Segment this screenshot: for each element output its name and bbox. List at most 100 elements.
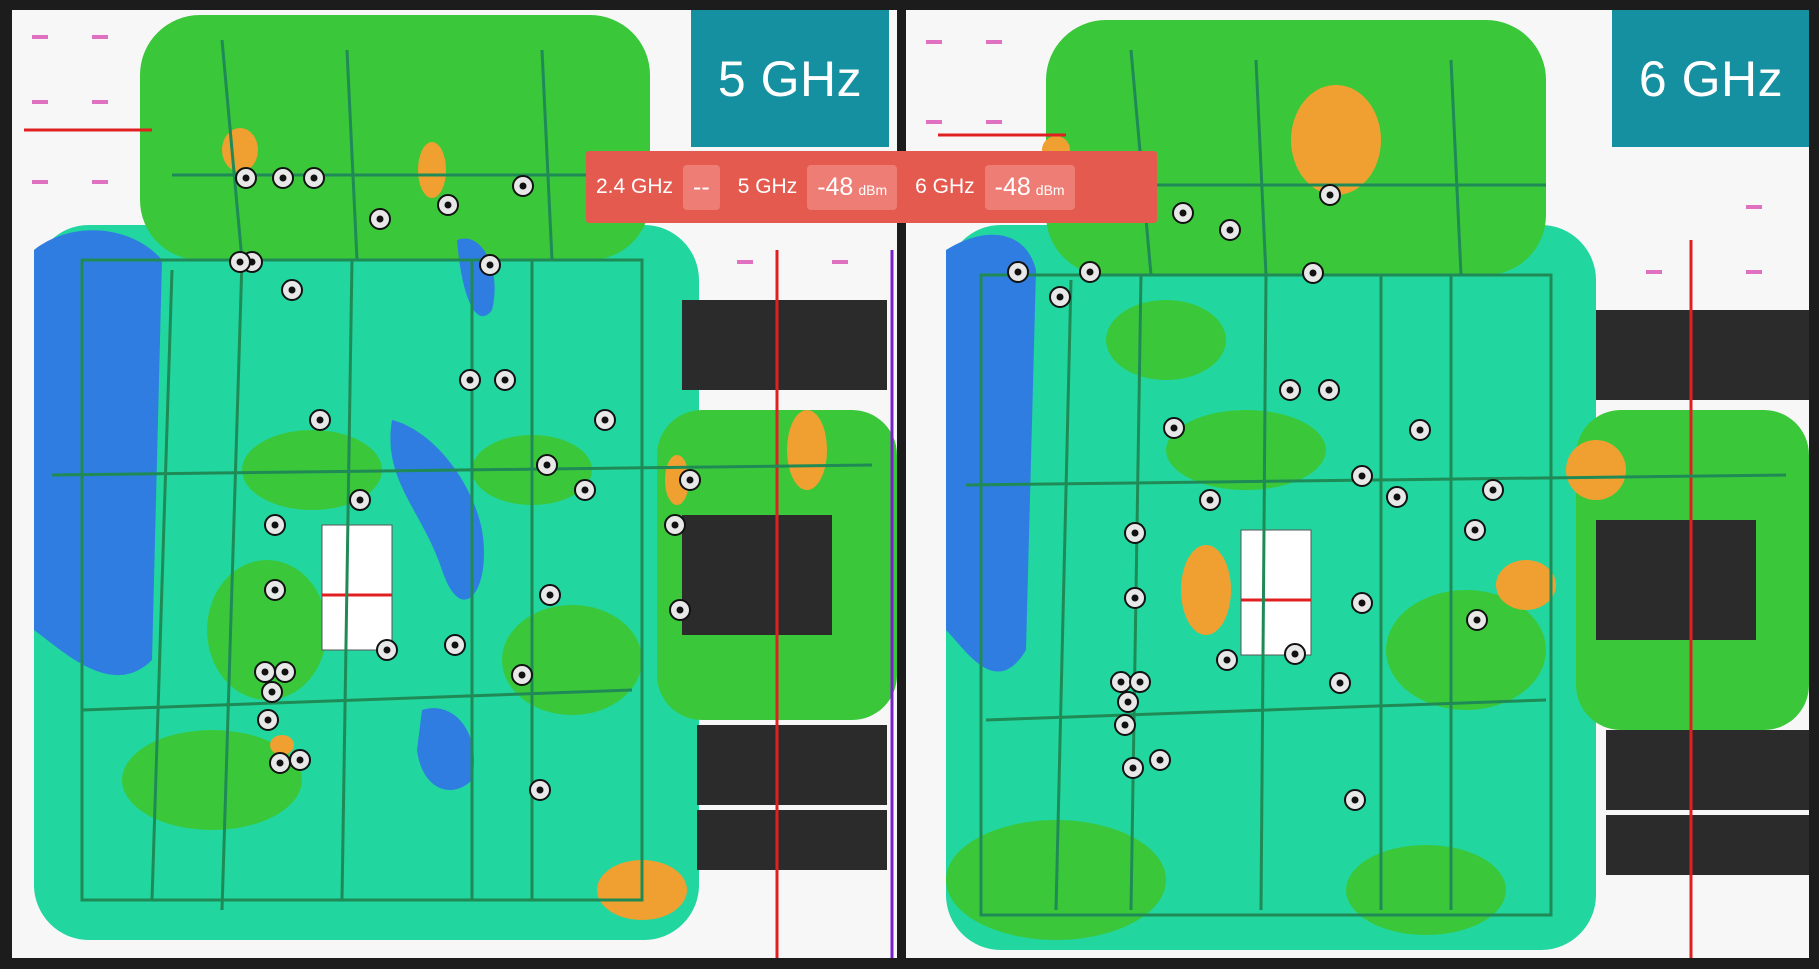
access-point-marker[interactable] [281, 279, 303, 301]
band-6-label: 6 GHz [915, 175, 975, 198]
access-point-marker[interactable] [229, 251, 251, 273]
access-point-marker[interactable] [511, 664, 533, 686]
access-point-marker[interactable] [309, 409, 331, 431]
access-point-marker[interactable] [512, 175, 534, 197]
access-point-marker[interactable] [1049, 286, 1071, 308]
band-6-unit: dBm [1035, 181, 1065, 198]
access-point-marker[interactable] [574, 479, 596, 501]
access-point-marker[interactable] [289, 749, 311, 771]
access-point-marker[interactable] [1409, 419, 1431, 441]
access-points [229, 167, 701, 801]
band-5-value-chip: -48 dBm [807, 164, 898, 210]
strong-signal-zone [1106, 300, 1226, 380]
door-markers [926, 40, 1762, 274]
access-point-marker[interactable] [1302, 262, 1324, 284]
access-point-marker[interactable] [1079, 261, 1101, 283]
access-point-marker[interactable] [1122, 757, 1144, 779]
access-point-marker[interactable] [479, 254, 501, 276]
band-label-6ghz: 6 GHz [1612, 10, 1809, 147]
access-point-marker[interactable] [664, 514, 686, 536]
access-point-marker[interactable] [1351, 465, 1373, 487]
access-point-marker[interactable] [594, 409, 616, 431]
access-point-marker[interactable] [1464, 519, 1486, 541]
door-markers [32, 35, 848, 264]
access-point-marker[interactable] [1344, 789, 1366, 811]
access-point-marker[interactable] [272, 167, 294, 189]
hot-signal-zone [1496, 560, 1556, 610]
access-point-marker[interactable] [529, 779, 551, 801]
band-label-5ghz: 5 GHz [691, 10, 889, 147]
access-point-marker[interactable] [264, 514, 286, 536]
access-point-marker[interactable] [1114, 714, 1136, 736]
weak-signal-zone [34, 230, 162, 676]
rssi-group-6ghz: 6 GHz -48 dBm [915, 164, 1075, 210]
band-6-value: -48 [994, 172, 1031, 201]
access-point-marker[interactable] [269, 752, 291, 774]
access-point-marker[interactable] [536, 454, 558, 476]
access-point-marker[interactable] [376, 639, 398, 661]
rack-rows [1240, 310, 1809, 875]
rssi-group-24ghz: 2.4 GHz -- [596, 164, 720, 210]
access-point-marker[interactable] [261, 681, 283, 703]
access-point-marker[interactable] [1279, 379, 1301, 401]
access-point-marker[interactable] [437, 194, 459, 216]
hot-signal-zone [1566, 440, 1626, 500]
access-point-marker[interactable] [274, 661, 296, 683]
access-point-marker[interactable] [1386, 486, 1408, 508]
weak-signal-zone [946, 234, 1036, 672]
access-point-marker[interactable] [1466, 609, 1488, 631]
hot-signal-zone [1291, 85, 1381, 195]
access-point-marker[interactable] [669, 599, 691, 621]
floorplan-heatmap-5ghz [24, 15, 897, 958]
access-point-marker[interactable] [1129, 671, 1151, 693]
band-5-unit: dBm [858, 181, 888, 198]
access-point-marker[interactable] [1219, 219, 1241, 241]
access-point-marker[interactable] [1124, 587, 1146, 609]
rssi-readout-bar: 2.4 GHz -- 5 GHz -48 dBm 6 GHz -48 dBm [586, 151, 1157, 223]
access-point-marker[interactable] [1163, 417, 1185, 439]
band-24-label: 2.4 GHz [596, 175, 674, 198]
access-point-marker[interactable] [1482, 479, 1504, 501]
access-point-marker[interactable] [1284, 643, 1306, 665]
strong-signal-zone [207, 560, 327, 700]
access-point-marker[interactable] [257, 709, 279, 731]
access-point-marker[interactable] [444, 634, 466, 656]
access-point-marker[interactable] [369, 208, 391, 230]
access-point-marker[interactable] [1172, 202, 1194, 224]
weak-signal-zone [417, 708, 474, 790]
access-point-marker[interactable] [349, 489, 371, 511]
band-5-value: -48 [817, 172, 854, 201]
strong-signal-zone [1346, 845, 1506, 935]
access-point-marker[interactable] [1351, 592, 1373, 614]
access-point-marker[interactable] [235, 167, 257, 189]
access-point-marker[interactable] [459, 369, 481, 391]
hot-signal-zone [222, 128, 258, 172]
band-5-label: 5 GHz [737, 175, 798, 198]
access-point-marker[interactable] [1117, 691, 1139, 713]
access-point-marker[interactable] [1318, 379, 1340, 401]
access-point-marker[interactable] [539, 584, 561, 606]
access-point-marker[interactable] [1124, 522, 1146, 544]
access-point-marker[interactable] [1149, 749, 1171, 771]
rack-rows [321, 300, 887, 870]
access-point-marker[interactable] [679, 469, 701, 491]
access-point-marker[interactable] [1329, 672, 1351, 694]
access-point-marker[interactable] [303, 167, 325, 189]
strong-signal-zone [502, 605, 642, 715]
access-point-marker[interactable] [1007, 261, 1029, 283]
coverage-area [140, 15, 650, 260]
strong-signal-zone [122, 730, 302, 830]
access-point-marker[interactable] [1216, 649, 1238, 671]
hot-signal-zone [270, 735, 294, 755]
strong-signal-zone [1386, 590, 1546, 710]
access-point-marker[interactable] [1319, 184, 1341, 206]
access-point-marker[interactable] [1199, 489, 1221, 511]
hot-signal-zone [418, 142, 446, 198]
strong-signal-zone [1166, 410, 1326, 490]
access-point-marker[interactable] [254, 661, 276, 683]
access-point-marker[interactable] [494, 369, 516, 391]
band-6-value-chip: -48 dBm [984, 164, 1075, 210]
access-point-marker[interactable] [1110, 671, 1132, 693]
access-point-marker[interactable] [264, 579, 286, 601]
rssi-group-5ghz: 5 GHz -48 dBm [737, 164, 898, 210]
